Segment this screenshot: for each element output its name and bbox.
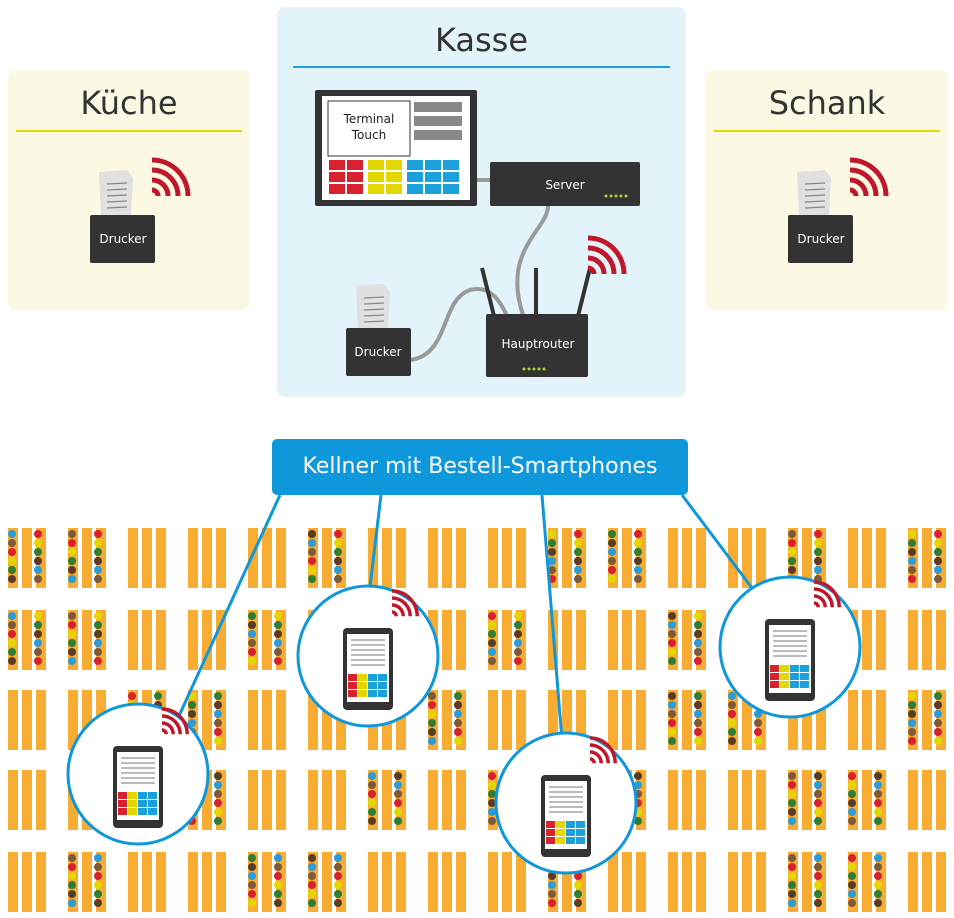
smartphone-icon <box>718 575 862 719</box>
table-icon <box>788 852 826 912</box>
table-icon <box>8 610 46 670</box>
table-icon <box>908 610 946 670</box>
table-icon <box>908 770 946 830</box>
table-icon <box>68 528 106 588</box>
table-icon <box>668 770 706 830</box>
table-icon <box>728 528 766 588</box>
table-icon <box>608 528 646 588</box>
table-icon <box>188 528 226 588</box>
table-icon <box>248 610 286 670</box>
table-icon <box>8 852 46 912</box>
router-label: Hauptrouter <box>502 337 575 351</box>
table-icon <box>308 852 346 912</box>
table-icon <box>128 610 166 670</box>
terminal-label-line1: Terminal <box>343 112 395 126</box>
table-icon <box>908 528 946 588</box>
cable-server-router <box>515 205 550 319</box>
kitchen-title: Küche <box>80 84 178 122</box>
table-icon <box>668 690 706 750</box>
table-icon <box>848 690 886 750</box>
table-icon <box>608 852 646 912</box>
table-icon <box>668 852 706 912</box>
table-icon <box>488 528 526 588</box>
table-icon <box>788 770 826 830</box>
smartphone-icon <box>66 702 210 846</box>
table-icon <box>428 528 466 588</box>
table-icon <box>368 852 406 912</box>
table-icon <box>8 770 46 830</box>
table-icon <box>308 528 346 588</box>
table-icon <box>248 528 286 588</box>
table-icon <box>488 690 526 750</box>
kitchen-printer-icon <box>90 169 155 263</box>
kitchen-printer-label: Drucker <box>99 232 146 246</box>
table-icon <box>488 610 526 670</box>
table-icon <box>728 852 766 912</box>
table-icon <box>488 852 526 912</box>
register-printer-label: Drucker <box>354 345 401 359</box>
table-icon <box>368 770 406 830</box>
kitchen-wifi-icon <box>152 160 188 196</box>
table-icon <box>788 690 826 750</box>
table-icon <box>68 610 106 670</box>
router-wifi-icon <box>588 238 624 274</box>
register-printer-icon <box>346 283 411 376</box>
table-icon <box>608 690 646 750</box>
connector-lines <box>176 494 757 741</box>
table-icon <box>608 610 646 670</box>
table-icon <box>8 528 46 588</box>
bar-title: Schank <box>768 84 886 122</box>
table-icon <box>128 852 166 912</box>
table-icon <box>248 690 286 750</box>
server-icon <box>490 162 640 206</box>
smartphone-icon <box>494 731 638 875</box>
table-icon <box>848 528 886 588</box>
table-icon <box>248 770 286 830</box>
table-icon <box>848 852 886 912</box>
table-icon <box>428 770 466 830</box>
table-icon <box>728 770 766 830</box>
table-icon <box>248 852 286 912</box>
table-icon <box>188 852 226 912</box>
table-icon <box>908 852 946 912</box>
bar-printer-label: Drucker <box>797 232 844 246</box>
table-icon <box>668 610 706 670</box>
table-icon <box>8 690 46 750</box>
table-icon <box>428 852 466 912</box>
bar-printer-icon <box>788 169 853 263</box>
bar-divider <box>714 130 940 132</box>
table-icon <box>908 690 946 750</box>
table-icon <box>128 528 166 588</box>
terminal-label-line2: Touch <box>351 128 386 142</box>
table-icon <box>548 528 586 588</box>
table-icon <box>308 770 346 830</box>
table-icon <box>428 690 466 750</box>
terminal-icon <box>315 90 477 206</box>
table-icon <box>728 690 766 750</box>
waiters-label: Kellner mit Bestell-Smartphones <box>272 439 688 495</box>
router-icon <box>480 267 592 377</box>
table-icon <box>548 690 586 750</box>
cable-router-printer <box>409 287 510 362</box>
table-icon <box>668 528 706 588</box>
kitchen-divider <box>16 130 242 132</box>
table-icon <box>848 770 886 830</box>
table-icon <box>68 852 106 912</box>
table-icon <box>188 610 226 670</box>
register-title: Kasse <box>434 21 529 59</box>
register-divider <box>293 66 670 68</box>
smartphone-icon <box>296 584 440 728</box>
bar-wifi-icon <box>850 160 886 196</box>
server-label: Server <box>545 178 584 192</box>
